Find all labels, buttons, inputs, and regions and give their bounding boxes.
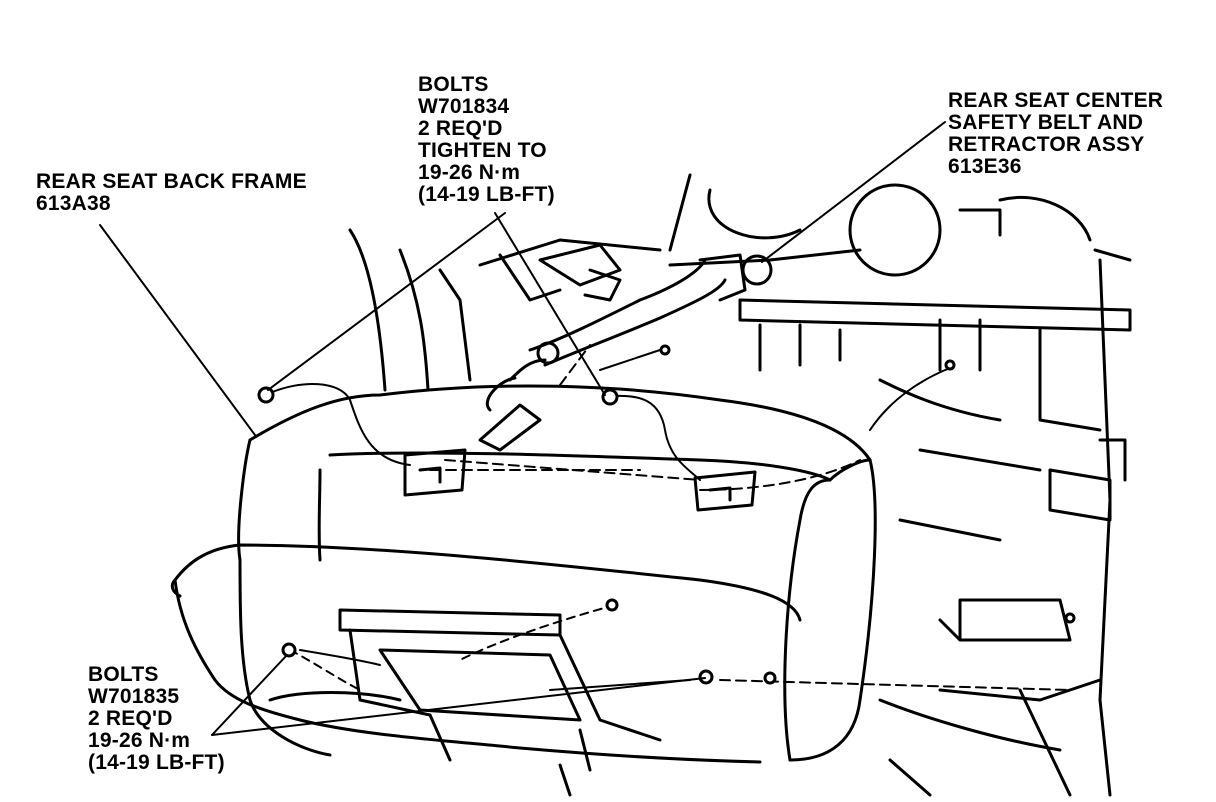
bolts-bottom-callout: BOLTS W701835 2 REQ'D 19-26 N·m (14-19 L… <box>88 664 225 774</box>
belt-retractor-callout: REAR SEAT CENTER SAFETY BELT AND RETRACT… <box>948 90 1163 178</box>
callout-line: SAFETY BELT AND <box>948 111 1144 134</box>
callout-line: TIGHTEN TO <box>418 139 547 162</box>
callout-line: (14-19 LB-FT) <box>88 751 225 774</box>
callout-line: 19-26 N·m <box>418 161 521 184</box>
callout-line: REAR SEAT CENTER <box>948 89 1164 112</box>
callout-line: W701835 <box>88 685 180 708</box>
callout-line: 2 REQ'D <box>88 707 173 730</box>
callout-line: (14-19 LB-FT) <box>418 183 555 206</box>
callout-line: 2 REQ'D <box>418 117 503 140</box>
bolt-hardware <box>257 344 1076 685</box>
callout-line: REAR SEAT BACK FRAME <box>36 170 307 193</box>
seat-cushion <box>170 543 802 797</box>
callout-line: 19-26 N·m <box>88 729 191 752</box>
seat-back-frame <box>237 384 877 762</box>
callout-line: BOLTS <box>88 663 159 686</box>
seat-back-frame-callout: REAR SEAT BACK FRAME 613A38 <box>36 171 307 215</box>
safety-belt-retractor <box>486 253 773 412</box>
frame-brackets <box>403 403 962 642</box>
vehicle-body-structure <box>348 173 1132 797</box>
callout-line: 613A38 <box>36 192 111 215</box>
callout-line: RETRACTOR ASSY <box>948 133 1145 156</box>
callout-line: W701834 <box>418 95 510 118</box>
callout-line: BOLTS <box>418 73 489 96</box>
callout-line: 613E36 <box>948 155 1022 178</box>
bolts-top-callout: BOLTS W701834 2 REQ'D TIGHTEN TO 19-26 N… <box>418 74 555 206</box>
installation-paths <box>269 344 1071 691</box>
callout-leaders <box>99 121 946 736</box>
